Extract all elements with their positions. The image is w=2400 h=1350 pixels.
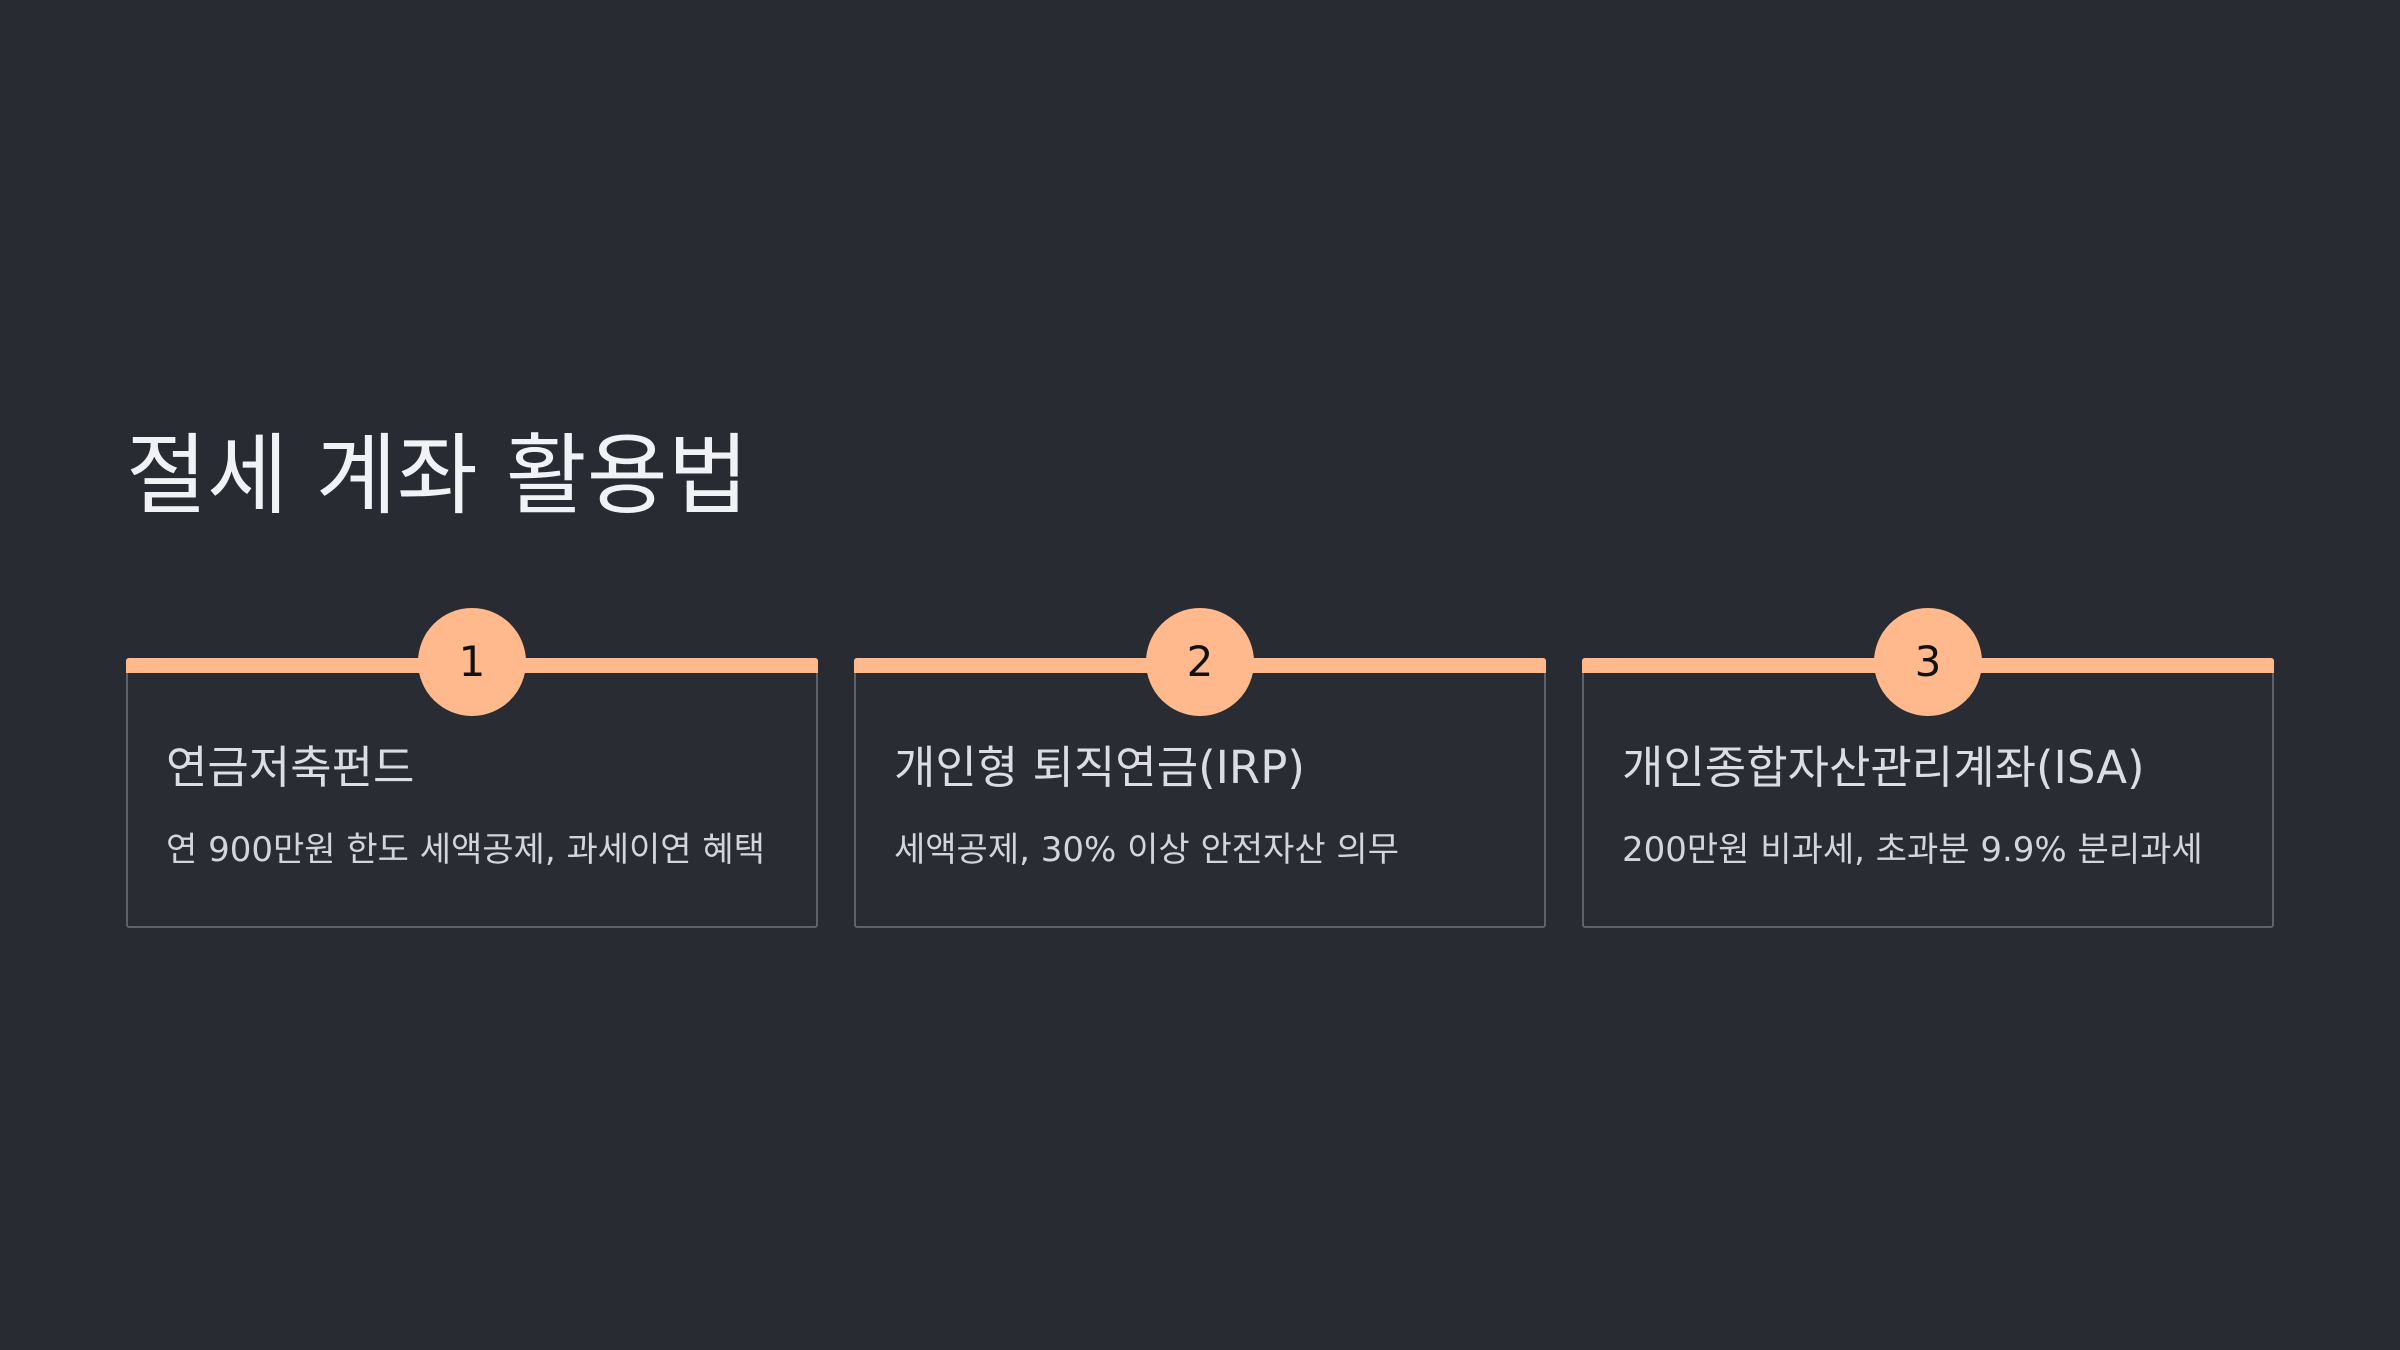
step-number-badge: 1	[418, 608, 526, 716]
step-number-badge: 2	[1146, 608, 1254, 716]
card-description: 연 900만원 한도 세액공제, 과세이연 혜택	[166, 830, 765, 870]
account-cards: 1 연금저축펀드 연 900만원 한도 세액공제, 과세이연 혜택 2 개인형 …	[126, 608, 2274, 928]
card-irp: 2 개인형 퇴직연금(IRP) 세액공제, 30% 이상 안전자산 의무	[854, 608, 1546, 928]
step-number-badge: 3	[1874, 608, 1982, 716]
card-description: 세액공제, 30% 이상 안전자산 의무	[894, 830, 1399, 870]
card-title: 개인형 퇴직연금(IRP)	[894, 741, 1305, 794]
card-isa: 3 개인종합자산관리계좌(ISA) 200만원 비과세, 초과분 9.9% 분리…	[1582, 608, 2274, 928]
card-title: 연금저축펀드	[166, 741, 415, 794]
card-pension-savings-fund: 1 연금저축펀드 연 900만원 한도 세액공제, 과세이연 혜택	[126, 608, 818, 928]
slide-title: 절세 계좌 활용법	[126, 424, 749, 527]
card-description: 200만원 비과세, 초과분 9.9% 분리과세	[1622, 830, 2203, 870]
card-title: 개인종합자산관리계좌(ISA)	[1622, 741, 2145, 794]
